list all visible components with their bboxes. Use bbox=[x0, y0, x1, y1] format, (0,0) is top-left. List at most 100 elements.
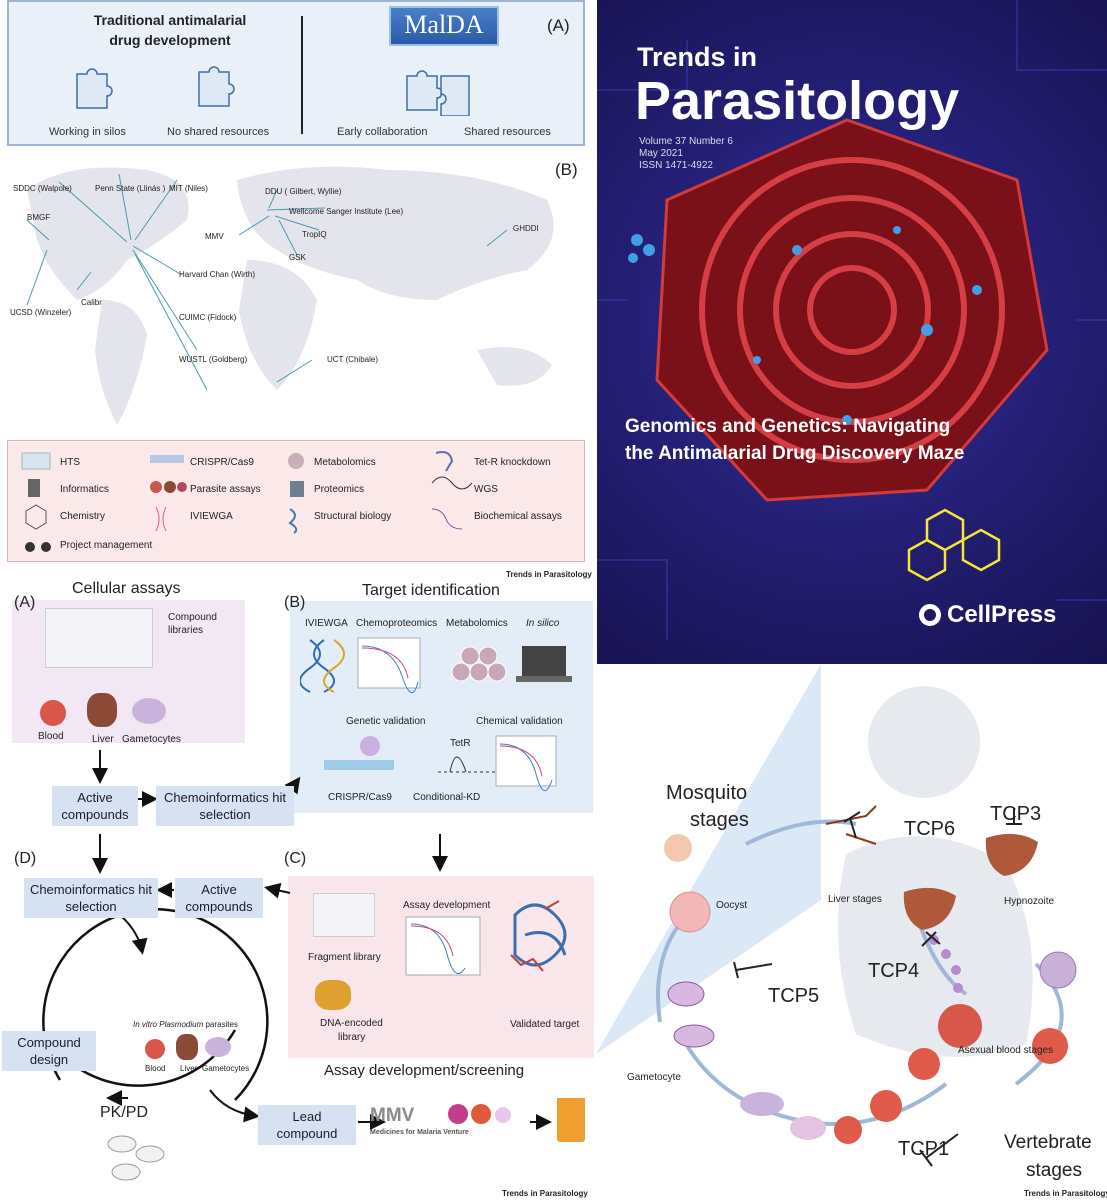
panel-b-map: (B) SDDC (Walpole) Penn State (Llinás ) … bbox=[7, 150, 585, 438]
lifecycle-diagram bbox=[596, 664, 1107, 1200]
method-in-silico: In silico bbox=[526, 618, 560, 629]
liver-cell-d-icon bbox=[176, 1034, 198, 1060]
fragment-plate-icon bbox=[313, 893, 375, 937]
assay-dev-screening-title: Assay development/screening bbox=[324, 1062, 525, 1079]
legend-structural: Structural biology bbox=[314, 511, 392, 522]
validation-icons bbox=[324, 735, 557, 791]
asexual-label: Asexual blood stages bbox=[958, 1045, 1054, 1056]
malda-logo: MalDA bbox=[389, 6, 499, 46]
maze-artwork bbox=[597, 0, 1107, 640]
puzzle-icons bbox=[76, 66, 470, 116]
cell-liver-a: Liver bbox=[92, 734, 114, 745]
site-gsk: GSK bbox=[289, 253, 306, 262]
compound-libraries-line2: libraries bbox=[168, 625, 204, 636]
lead-line2: compound bbox=[276, 1126, 338, 1141]
active2-line1: Active bbox=[201, 882, 237, 897]
site-wustl: WUSTL (Goldberg) bbox=[179, 355, 248, 364]
mosquito-line2: stages bbox=[690, 809, 749, 831]
legend-chemistry: Chemistry bbox=[60, 511, 106, 522]
tetr-label: TetR bbox=[450, 738, 471, 749]
chemo1-line1: Chemoinformatics hit bbox=[163, 790, 287, 805]
site-ucsd: UCSD (Winzeler) bbox=[10, 308, 72, 317]
site-sddc: SDDC (Walpole) bbox=[13, 184, 72, 193]
invitro-label: In vitro Plasmodium parasites bbox=[133, 1020, 238, 1029]
tcp1-label: TCP1 bbox=[898, 1138, 950, 1160]
mosquito-line1: Mosquito bbox=[666, 782, 748, 804]
cover-issn: ISSN 1471-4922 bbox=[639, 160, 713, 171]
blood-cell-d-icon bbox=[145, 1039, 165, 1059]
credit-bottom-right: Trends in Parasitology bbox=[1024, 1189, 1107, 1198]
compound-plate-icon bbox=[45, 608, 153, 668]
active1-line2: compounds bbox=[61, 807, 129, 822]
pill-magenta-icon bbox=[448, 1104, 468, 1124]
traditional-title-line2: drug development bbox=[109, 32, 231, 48]
cover-headline-line1: Genomics and Genetics: Navigating bbox=[625, 416, 951, 437]
cell-gametocytes-d: Gametocytes bbox=[202, 1064, 250, 1073]
legend-hts: HTS bbox=[60, 457, 80, 468]
cell-gametocytes-a: Gametocytes bbox=[122, 734, 181, 745]
journal-cover: Trends in Parasitology Volume 37 Number … bbox=[597, 0, 1107, 664]
cell-blood-a: Blood bbox=[38, 731, 64, 742]
fragment-library: Fragment library bbox=[308, 952, 381, 963]
cover-date: May 2021 bbox=[639, 148, 683, 159]
cell-liver-d: Liver bbox=[180, 1064, 198, 1073]
tcp4-label: TCP4 bbox=[868, 960, 920, 982]
mice-icon bbox=[107, 1135, 165, 1181]
cellpress-logo-icon bbox=[919, 604, 941, 626]
bl-panel-b-label: (B) bbox=[284, 594, 306, 611]
tool-conditional-kd: Conditional-KD bbox=[413, 792, 481, 803]
cover-volume: Volume 37 Number 6 bbox=[639, 136, 733, 147]
item-shared-resources: Shared resources bbox=[464, 126, 551, 138]
invitro-italic: In vitro Plasmodium bbox=[133, 1020, 204, 1029]
chemoinformatics-chip-2: Chemoinformatics hit selection bbox=[24, 878, 158, 918]
active2-line2: compounds bbox=[185, 899, 253, 914]
legend-proteomics: Proteomics bbox=[314, 484, 365, 495]
site-tropiq: TropIQ bbox=[302, 230, 327, 239]
legend-crispr: CRISPR/Cas9 bbox=[190, 457, 254, 468]
dose-response-icon bbox=[405, 916, 481, 976]
panel-a-collaboration: Traditional antimalarial drug developmen… bbox=[7, 0, 585, 146]
tcp3-label: TCP3 bbox=[990, 803, 1042, 825]
site-harvard: Harvard Chan (Wirth) bbox=[179, 270, 256, 279]
site-penn-state: Penn State (Llinás ) bbox=[95, 184, 166, 193]
bl-panel-c-label: (C) bbox=[284, 850, 307, 867]
validated-target: Validated target bbox=[510, 1019, 580, 1030]
cover-title-line1: Trends in bbox=[637, 42, 758, 72]
assay-development: Assay development bbox=[403, 900, 491, 911]
invitro-rest: parasites bbox=[203, 1020, 238, 1029]
target-id-icons bbox=[300, 637, 572, 693]
chemo2-line1: Chemoinformatics hit bbox=[29, 882, 153, 897]
legend-parasite-assays: Parasite assays bbox=[190, 484, 261, 495]
legend-project-mgmt: Project management bbox=[60, 540, 153, 551]
mmv-sub: Medicines for Malaria Venture bbox=[370, 1129, 469, 1136]
liver-stages-label: Liver stages bbox=[828, 894, 882, 905]
divider bbox=[301, 16, 303, 134]
del-line2: library bbox=[338, 1032, 366, 1043]
gametocyte-icon bbox=[132, 698, 166, 724]
active1-line1: Active bbox=[77, 790, 113, 805]
bl-panel-a-label: (A) bbox=[14, 594, 36, 611]
target-id-title: Target identification bbox=[362, 582, 500, 599]
active-compounds-chip-1: Active compounds bbox=[52, 786, 138, 826]
pill-pale-icon bbox=[495, 1107, 511, 1123]
blood-cell-icon bbox=[40, 700, 66, 726]
gametocyte-label: Gametocyte bbox=[627, 1072, 681, 1083]
bl-panel-d-label: (D) bbox=[14, 850, 37, 867]
lead-line1: Lead bbox=[292, 1109, 322, 1124]
pill-bottle-icon bbox=[557, 1092, 585, 1142]
gametocyte-d-icon bbox=[205, 1037, 231, 1057]
del-line1: DNA-encoded bbox=[320, 1018, 383, 1029]
site-sanger: Wellcome Sanger Institute (Lee) bbox=[289, 207, 404, 216]
chemo2-line2: selection bbox=[65, 899, 117, 914]
site-calibr: Calibr bbox=[81, 298, 102, 307]
cell-blood-d: Blood bbox=[145, 1064, 166, 1073]
cellular-assays-title: Cellular assays bbox=[72, 580, 181, 597]
cover-headline-line2: the Antimalarial Drug Discovery Maze bbox=[625, 443, 965, 464]
protein-structure-icon bbox=[510, 900, 567, 972]
tool-crispr: CRISPR/Cas9 bbox=[328, 792, 392, 803]
resource-legend: HTS CRISPR/Cas9 Metabolomics Tet-R knock… bbox=[7, 440, 585, 562]
legend-tetr: Tet-R knockdown bbox=[474, 457, 551, 468]
hypnozoite-label: Hypnozoite bbox=[1004, 896, 1055, 907]
